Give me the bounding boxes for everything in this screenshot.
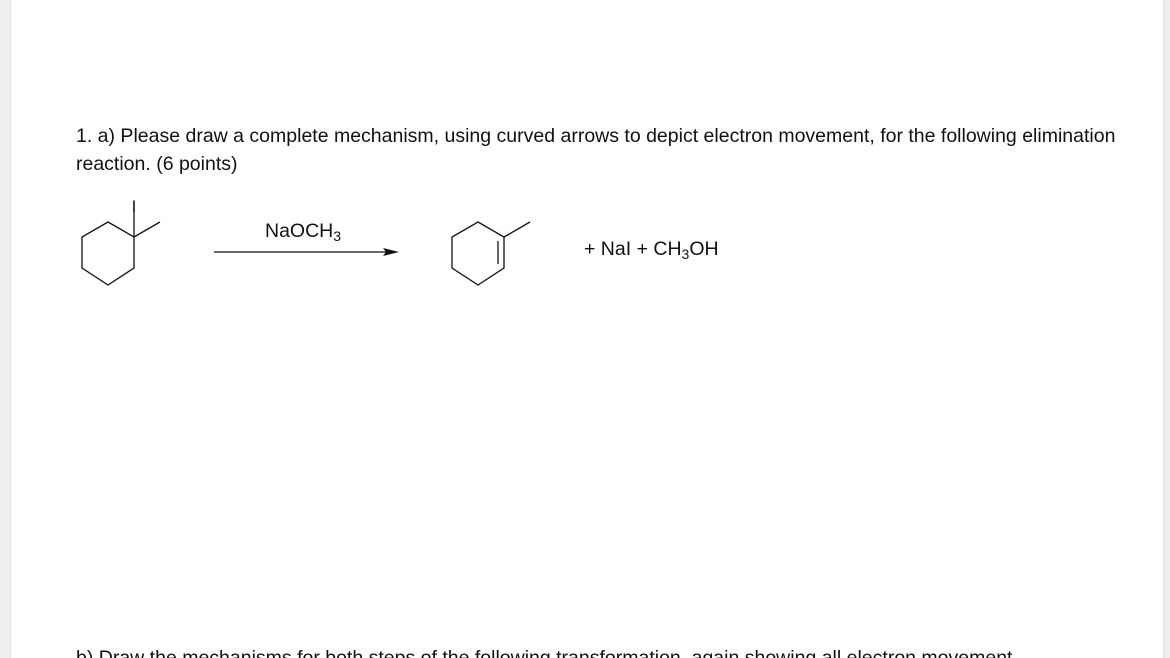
question-a-text: 1. a) Please draw a complete mechanism, … xyxy=(76,125,1116,175)
reaction-scheme: I xyxy=(81,197,531,286)
product-structure xyxy=(451,221,531,286)
substrate-structure xyxy=(81,209,161,286)
reagent-label: NaOCH3 xyxy=(265,220,342,244)
reaction-arrow xyxy=(214,248,399,256)
question-b-text: b) Draw the mechanisms for both steps of… xyxy=(76,647,1013,658)
iodine-label: I xyxy=(132,197,137,216)
byproducts-label: + NaI + CH3OH xyxy=(584,238,719,262)
document-page: 1. a) Please draw a complete mechanism, … xyxy=(10,0,1164,658)
